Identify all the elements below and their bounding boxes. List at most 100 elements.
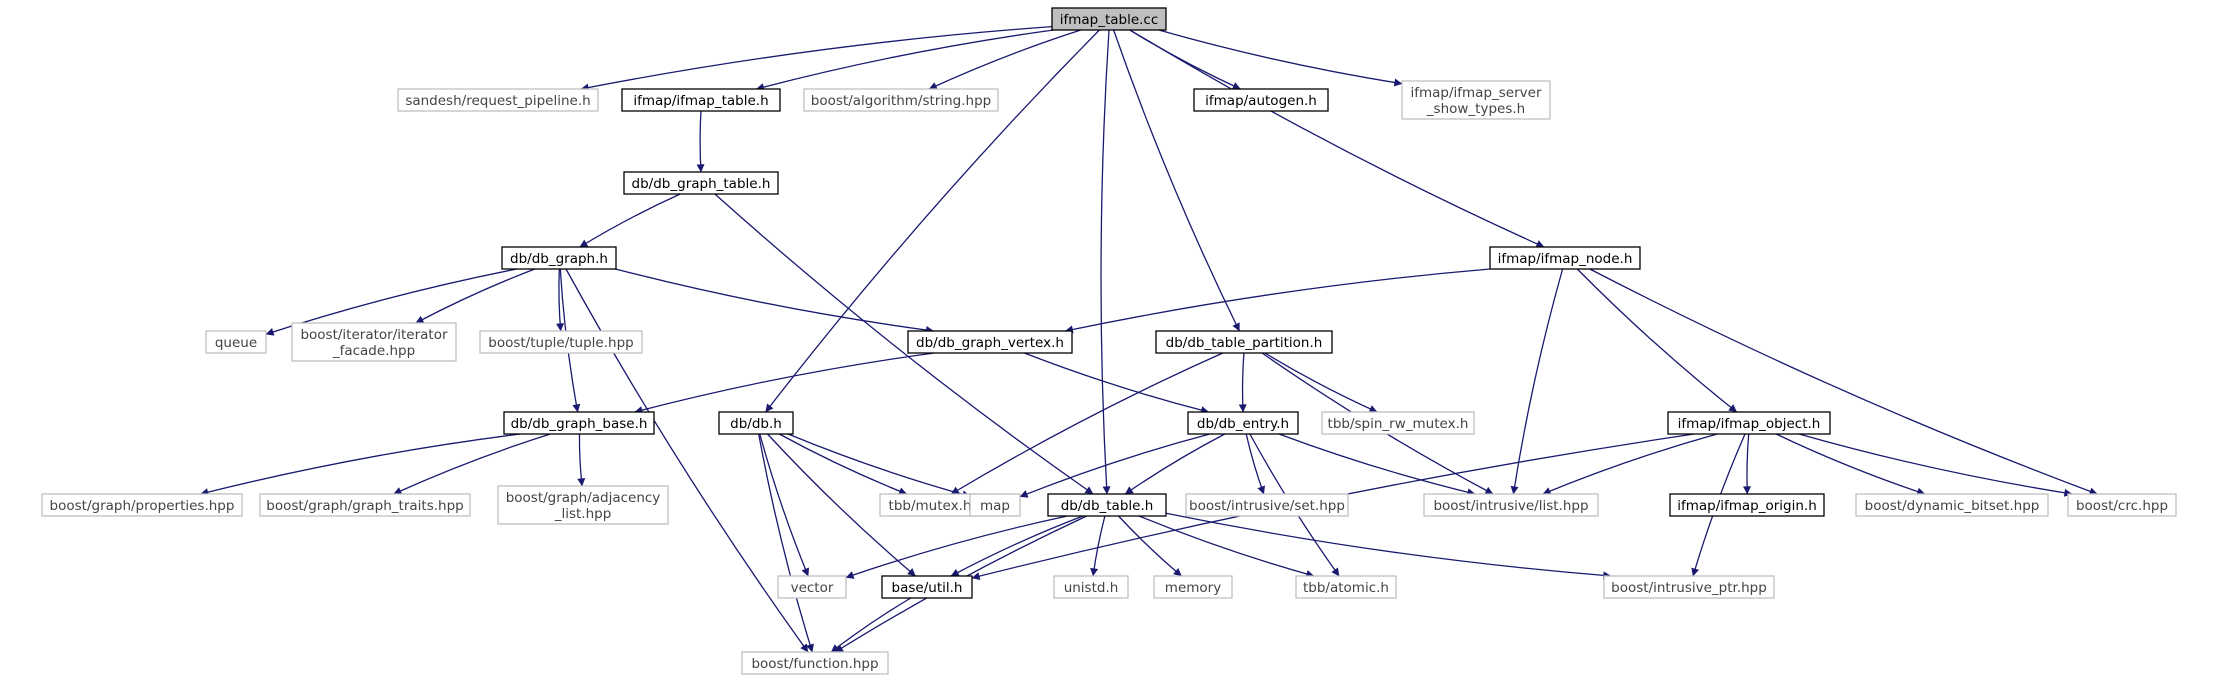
node-label: boost/crc.hpp: [2076, 498, 2168, 514]
node-label: boost/tuple/tuple.hpp: [488, 335, 633, 351]
node-label: boost/intrusive/list.hpp: [1433, 498, 1588, 514]
node-box: [1489, 246, 1641, 270]
node-box: [803, 88, 999, 112]
edge-db_entry-to-map: [1019, 433, 1210, 498]
edge-db_graph-to-iterator_facade: [415, 268, 536, 324]
node-box: [1187, 411, 1299, 435]
node-box: [2067, 493, 2177, 517]
node-label: _facade.hpp: [332, 343, 415, 359]
node-boost-algo-string: boost/algorithm/string.hpp: [803, 88, 999, 112]
node-map: map: [969, 493, 1021, 517]
node-intrusive-set: boost/intrusive/set.hpp: [1185, 493, 1349, 517]
node-ifmap-autogen[interactable]: ifmap/autogen.h: [1193, 88, 1329, 112]
node-label: boost/algorithm/string.hpp: [811, 93, 991, 109]
edge-db_table-to-base_util: [950, 515, 1084, 577]
node-box: [41, 493, 243, 517]
node-label: db/db_table_partition.h: [1166, 335, 1323, 351]
edge-ifmap_table_cc-to-db_table_partition: [1112, 29, 1240, 332]
node-tuple: boost/tuple/tuple.hpp: [479, 330, 643, 354]
node-db-table-partition[interactable]: db/db_table_partition.h: [1155, 330, 1333, 354]
edge-db_table_partition-to-tbb_mutex: [950, 352, 1224, 495]
node-ifmap-server-show: ifmap/ifmap_server_show_types.h: [1401, 80, 1551, 120]
node-ifmap-origin[interactable]: ifmap/ifmap_origin.h: [1669, 493, 1825, 517]
edge-db_h-to-base_util: [767, 433, 916, 577]
edge-ifmap_node-to-ifmap_object: [1576, 268, 1738, 413]
node-ifmap-table-cc[interactable]: ifmap_table.cc: [1051, 7, 1167, 31]
edge-db_h-to-tbb_mutex: [778, 433, 908, 495]
node-label: unistd.h: [1064, 580, 1119, 596]
node-label: queue: [215, 335, 257, 351]
edge-ifmap_node-to-intrusive_list: [1510, 268, 1564, 495]
node-spin-rw-mutex: tbb/spin_rw_mutex.h: [1321, 411, 1475, 435]
edge-db_graph_base-to-graph_traits: [393, 433, 551, 495]
edge-db_table-to-vector: [845, 515, 1068, 579]
node-box: [621, 88, 781, 112]
edge-db_graph_base-to-adjacency_list: [577, 433, 586, 487]
node-crc: boost/crc.hpp: [2067, 493, 2177, 517]
node-box: [1047, 493, 1167, 517]
edge-ifmap_table_cc-to-request_pipeline: [580, 25, 1053, 92]
edge-base_util-to-boost_function: [830, 597, 912, 653]
edge-db_entry-to-db_table: [1124, 433, 1226, 495]
edge-ifmap_table_cc-to-ifmap_table_h: [756, 29, 1054, 91]
node-memory: memory: [1153, 575, 1233, 599]
node-graph-traits: boost/graph/graph_traits.hpp: [259, 493, 471, 517]
edge-db_graph_base-to-graph_properties: [200, 433, 521, 497]
edge-db_table_partition-to-spin_rw_mutex: [1264, 352, 1378, 413]
node-vector: vector: [777, 575, 847, 599]
node-tbb-atomic: tbb/atomic.h: [1295, 575, 1397, 599]
edge-db_graph_table-to-db_table: [714, 193, 1094, 495]
node-box: [1153, 575, 1233, 599]
node-box: [777, 575, 847, 599]
edge-db_h-to-vector: [759, 433, 810, 577]
node-label: boost/intrusive_ptr.hpp: [1611, 580, 1767, 596]
node-db-entry[interactable]: db/db_entry.h: [1187, 411, 1299, 435]
node-label: db/db_graph_table.h: [632, 176, 771, 192]
node-label: ifmap/ifmap_node.h: [1498, 251, 1633, 267]
node-box: [205, 330, 267, 354]
node-box: [1667, 411, 1831, 435]
node-ifmap-object[interactable]: ifmap/ifmap_object.h: [1667, 411, 1831, 435]
node-base-util[interactable]: base/util.h: [881, 575, 973, 599]
edge-ifmap_table_cc-to-db_h: [765, 29, 1100, 413]
edge-ifmap_node-to-crc: [1589, 268, 2098, 496]
node-box: [1155, 330, 1333, 354]
edge-db_entry-to-intrusive_set: [1245, 433, 1265, 495]
node-box: [969, 493, 1021, 517]
edge-db_graph_vertex-to-db_graph_base: [634, 352, 935, 414]
nodes-layer: ifmap_table.cc sandesh/request_pipeline.h…: [41, 7, 2177, 675]
edge-db_graph-to-boost_function: [565, 268, 809, 653]
node-ifmap-table-h[interactable]: ifmap/ifmap_table.h: [621, 88, 781, 112]
node-label: sandesh/request_pipeline.h: [405, 93, 590, 109]
node-db-graph-base[interactable]: db/db_graph_base.h: [503, 411, 655, 435]
node-ifmap-node[interactable]: ifmap/ifmap_node.h: [1489, 246, 1641, 270]
node-box: [741, 651, 889, 675]
node-label: boost/graph/graph_traits.hpp: [266, 498, 463, 514]
node-label: db/db_graph_vertex.h: [916, 335, 1064, 351]
node-db-graph[interactable]: db/db_graph.h: [501, 246, 617, 270]
node-label: tbb/atomic.h: [1303, 580, 1389, 596]
node-label: ifmap_table.cc: [1060, 12, 1159, 28]
edge-db_table-to-intrusive_ptr: [1165, 512, 1612, 580]
edge-ifmap_object-to-ifmap_origin: [1743, 433, 1752, 495]
edge-ifmap_table_cc-to-ifmap_server_show: [1158, 29, 1403, 87]
node-db-h[interactable]: db/db.h: [718, 411, 794, 435]
node-db-graph-vertex[interactable]: db/db_graph_vertex.h: [907, 330, 1073, 354]
node-label: ifmap/ifmap_table.h: [633, 93, 768, 109]
node-label: _show_types.h: [1426, 101, 1525, 117]
node-box: [881, 575, 973, 599]
node-unistd: unistd.h: [1053, 575, 1129, 599]
node-db-table[interactable]: db/db_table.h: [1047, 493, 1167, 517]
node-label: ifmap/ifmap_server: [1410, 85, 1541, 101]
node-box: [1295, 575, 1397, 599]
node-label: db/db_entry.h: [1197, 416, 1289, 432]
node-db-graph-table[interactable]: db/db_graph_table.h: [623, 171, 779, 195]
node-box: [1193, 88, 1329, 112]
edge-ifmap_table_cc-to-ifmap_autogen: [1129, 29, 1241, 90]
node-intrusive-list: boost/intrusive/list.hpp: [1423, 493, 1599, 517]
edge-db_graph-to-tuple: [556, 268, 565, 332]
node-box: [1185, 493, 1349, 517]
node-box: [497, 485, 669, 525]
edge-db_graph-to-db_graph_vertex: [615, 268, 934, 334]
